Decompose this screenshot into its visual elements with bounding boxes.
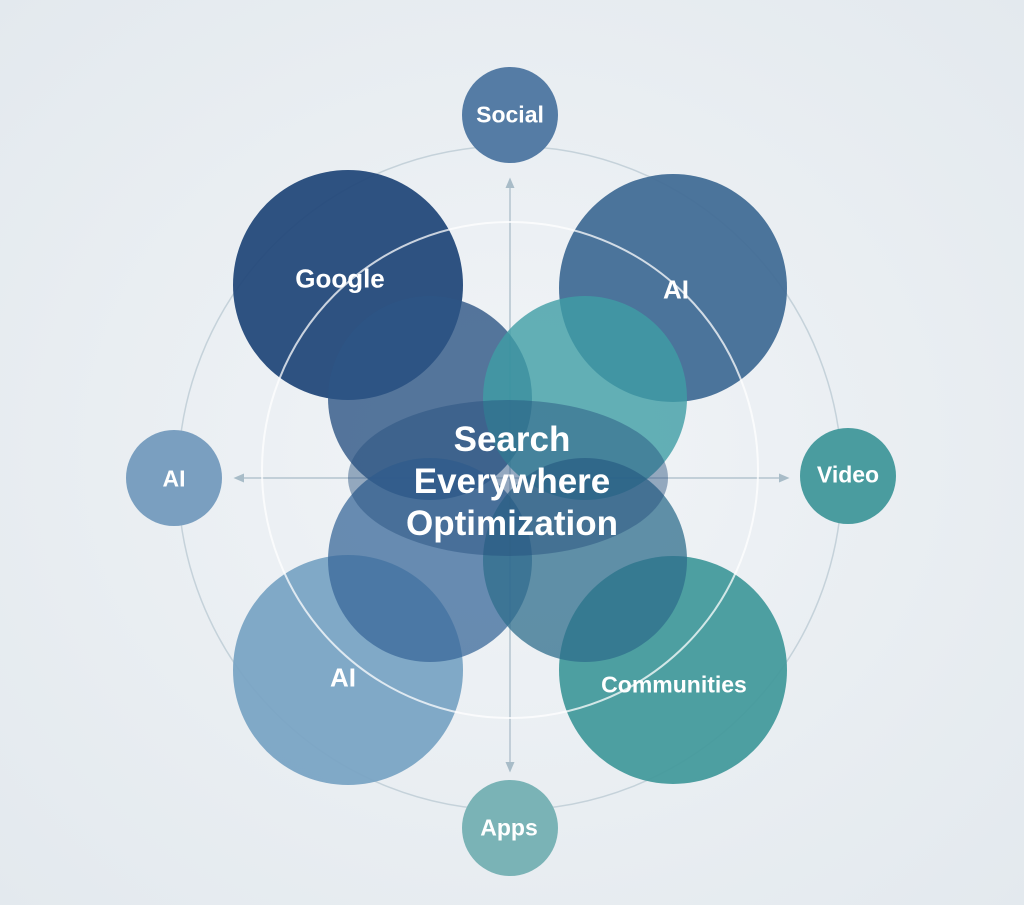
mid-circle-top-right	[483, 296, 687, 500]
node-label-apps: Apps	[480, 814, 538, 841]
title-line-1: Search	[453, 420, 571, 459]
node-label-google: Google	[295, 263, 385, 294]
node-label-video: Video	[816, 461, 880, 488]
mid-circle-top-left	[328, 296, 532, 500]
node-circle-ai-left	[126, 430, 222, 526]
node-circle-video	[800, 428, 896, 524]
center-circle	[348, 400, 668, 556]
title-line-3: Optimization	[406, 504, 618, 543]
node-label-ai-left: AI	[162, 465, 186, 492]
node-label-ai-top: AI	[663, 274, 689, 305]
center-title: Search Everywhere Optimization	[406, 419, 618, 545]
node-label-ai-bottom: AI	[330, 662, 356, 693]
title-line-2: Everywhere	[413, 462, 611, 501]
node-label-social: Social	[476, 101, 544, 128]
node-circle-social	[462, 67, 558, 163]
inner-ring	[261, 221, 759, 719]
node-circle-apps	[462, 780, 558, 876]
node-label-communities: Communities	[601, 671, 747, 698]
mid-circle-bottom-right	[483, 458, 687, 662]
mid-circle-bottom-left	[328, 458, 532, 662]
